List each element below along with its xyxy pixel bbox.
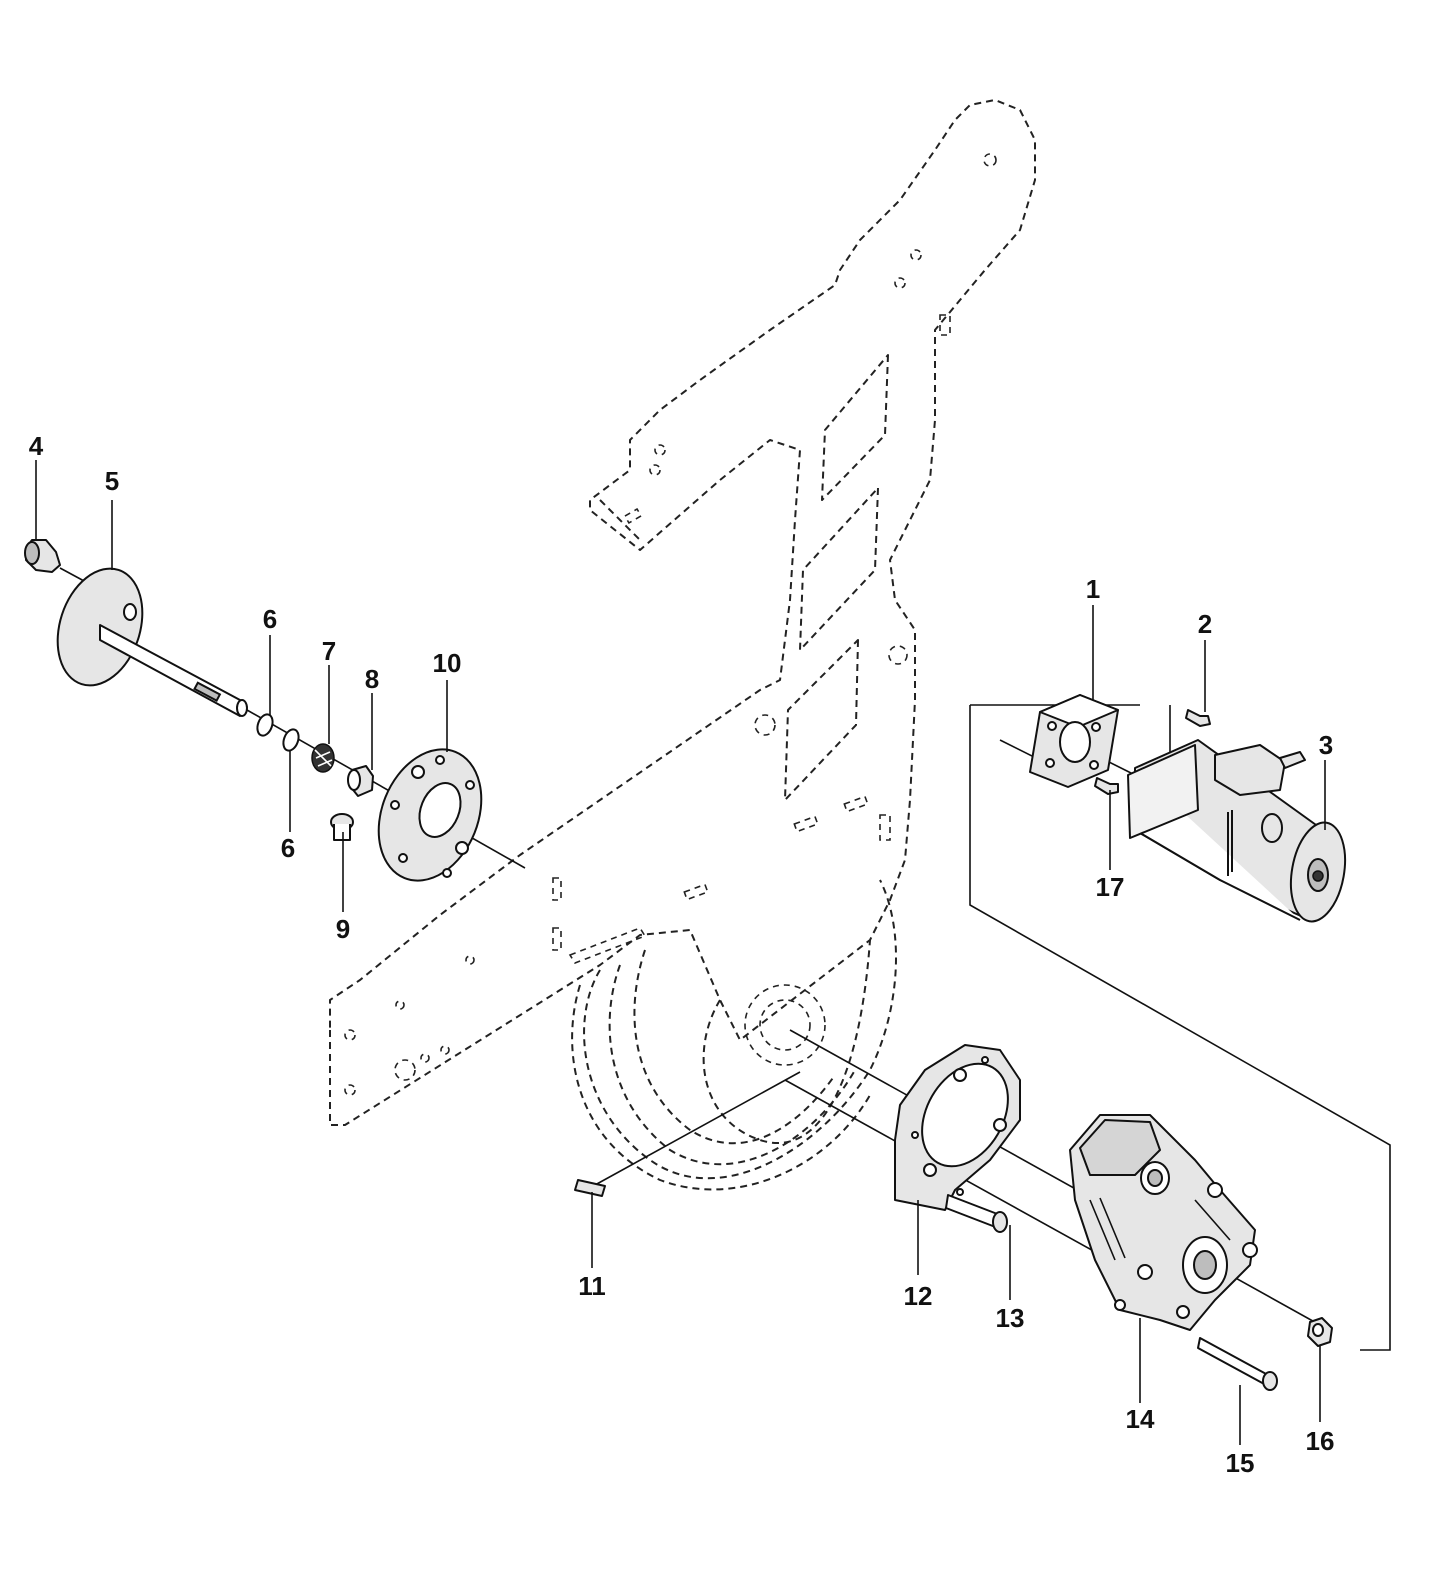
part-11-key xyxy=(574,1179,606,1197)
callout-2: 2 xyxy=(1198,609,1212,639)
part-17-screw xyxy=(1094,777,1119,795)
callout-1: 1 xyxy=(1086,574,1100,604)
part-2-screw xyxy=(1185,709,1211,727)
callout-9: 9 xyxy=(336,914,350,944)
callout-7: 7 xyxy=(322,636,336,666)
callout-16: 16 xyxy=(1306,1426,1335,1456)
part-8-bushing xyxy=(347,765,374,797)
callout-3: 3 xyxy=(1319,730,1333,760)
callout-13: 13 xyxy=(996,1303,1025,1333)
part-6-rings xyxy=(256,713,300,752)
part-4-fitting xyxy=(24,539,61,573)
frame-outline xyxy=(329,99,1036,1191)
callout-4: 4 xyxy=(29,431,44,461)
part-9-screw xyxy=(330,813,354,841)
callout-10: 10 xyxy=(433,648,462,678)
callout-17: 17 xyxy=(1096,872,1125,902)
callout-5: 5 xyxy=(105,466,119,496)
callout-12: 12 xyxy=(904,1281,933,1311)
part-5-shaft xyxy=(56,567,248,717)
part-1-adapter-plate xyxy=(1029,694,1119,788)
part-15-bolt xyxy=(1197,1337,1278,1391)
leader-lines xyxy=(35,460,1326,1445)
callout-14: 14 xyxy=(1126,1404,1155,1434)
part-13-bolt xyxy=(945,1194,1008,1233)
part-12-mounting-plate xyxy=(894,1044,1021,1211)
part-7-spring xyxy=(311,743,335,773)
part-16-nut xyxy=(1307,1317,1333,1347)
callout-6-lower: 6 xyxy=(281,833,295,863)
part-10-flange xyxy=(377,748,483,882)
callout-6-upper: 6 xyxy=(263,604,277,634)
callouts: 1 2 3 4 5 6 6 7 8 9 10 11 12 13 14 15 16… xyxy=(29,431,1335,1478)
callout-11: 11 xyxy=(578,1271,606,1301)
callout-8: 8 xyxy=(365,664,379,694)
part-3-motor xyxy=(1127,739,1347,923)
part-14-gearbox xyxy=(1069,1114,1258,1331)
callout-15: 15 xyxy=(1226,1448,1255,1478)
